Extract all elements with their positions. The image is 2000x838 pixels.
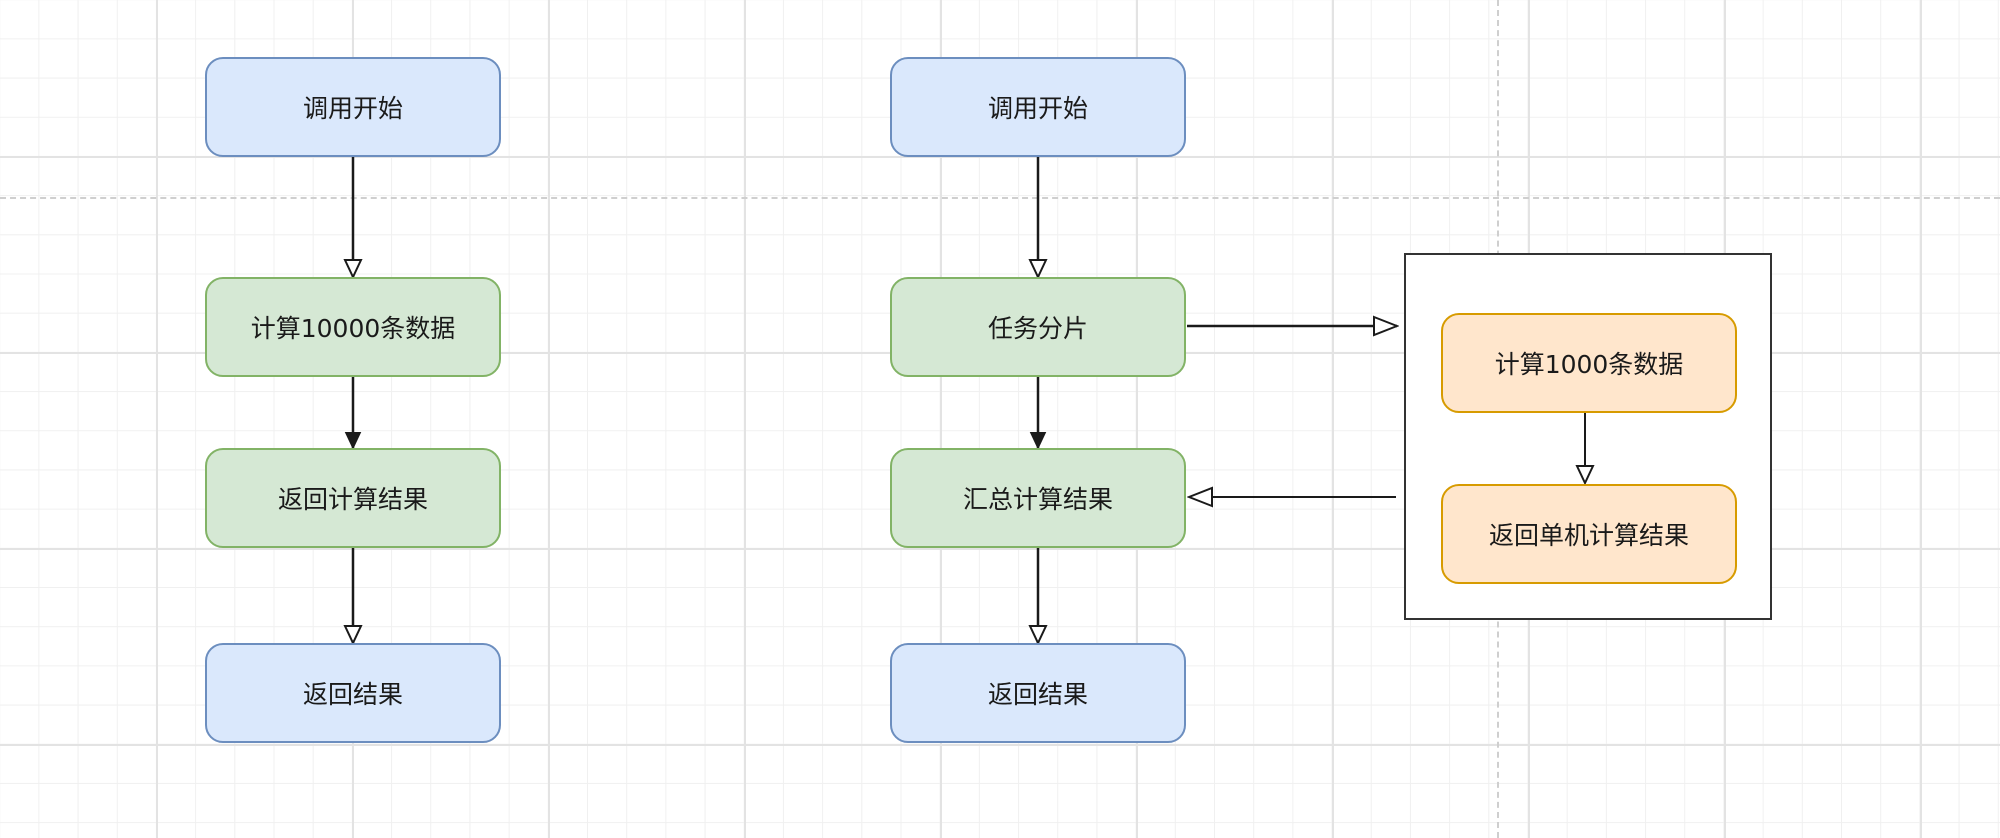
- right-return-result-label: 返回结果: [987, 680, 1088, 709]
- worker-return-single-label: 返回单机计算结果: [1488, 521, 1689, 550]
- left-return-compute-label: 返回计算结果: [277, 485, 428, 514]
- worker-compute-node[interactable]: 计算1000条数据: [1441, 313, 1737, 413]
- left-start-label: 调用开始: [302, 94, 403, 123]
- page-break-guide-horizontal: [0, 197, 2000, 199]
- right-shard-label: 任务分片: [987, 314, 1088, 343]
- right-return-result-node[interactable]: 返回结果: [890, 643, 1186, 743]
- left-compute-node[interactable]: 计算10000条数据: [205, 277, 501, 377]
- right-aggregate-node[interactable]: 汇总计算结果: [890, 448, 1186, 548]
- left-start-node[interactable]: 调用开始: [205, 57, 501, 157]
- left-return-result-label: 返回结果: [302, 680, 403, 709]
- right-aggregate-label: 汇总计算结果: [962, 485, 1113, 514]
- worker-compute-label: 计算1000条数据: [1494, 350, 1684, 379]
- left-return-compute-node[interactable]: 返回计算结果: [205, 448, 501, 548]
- right-shard-node[interactable]: 任务分片: [890, 277, 1186, 377]
- left-return-result-node[interactable]: 返回结果: [205, 643, 501, 743]
- right-start-node[interactable]: 调用开始: [890, 57, 1186, 157]
- left-compute-label: 计算10000条数据: [250, 314, 456, 343]
- right-start-label: 调用开始: [987, 94, 1088, 123]
- worker-return-single-node[interactable]: 返回单机计算结果: [1441, 484, 1737, 584]
